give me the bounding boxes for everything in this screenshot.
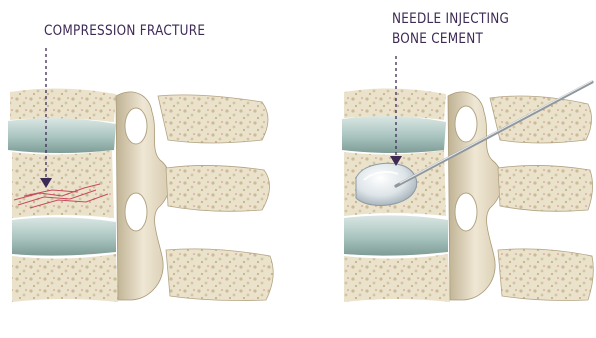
left-spinous-process-3 [166,249,273,301]
right-foramen-upper [455,106,477,142]
left-spine [8,48,273,302]
right-vertebra-top [344,88,446,120]
left-spinous-process-2 [166,165,270,211]
right-disc-upper [342,116,446,153]
compression-fracture-label: COMPRESSION FRACTURE [44,21,205,41]
left-vertebra-bottom [12,254,118,302]
right-spine [342,56,593,302]
left-foramen-lower [125,193,147,231]
left-disc-lower [12,217,116,255]
compression-fracture-text: COMPRESSION FRACTURE [44,21,205,41]
right-spinous-process-1 [490,96,592,143]
right-spinous-process-3 [498,249,593,301]
right-spinous-process-2 [498,165,593,211]
needle-label-line1: NEEDLE INJECTING [392,9,509,29]
left-foramen-upper [125,108,147,144]
right-vertebra-bottom [344,254,450,302]
right-disc-lower [344,215,448,255]
left-spinous-process-1 [158,95,268,143]
right-foramen-lower [455,193,477,231]
left-vertebra-top [10,88,116,122]
left-disc-upper [8,118,116,153]
needle-injecting-label: NEEDLE INJECTING BONE CEMENT [392,9,509,49]
needle-label-line2: BONE CEMENT [392,29,509,49]
